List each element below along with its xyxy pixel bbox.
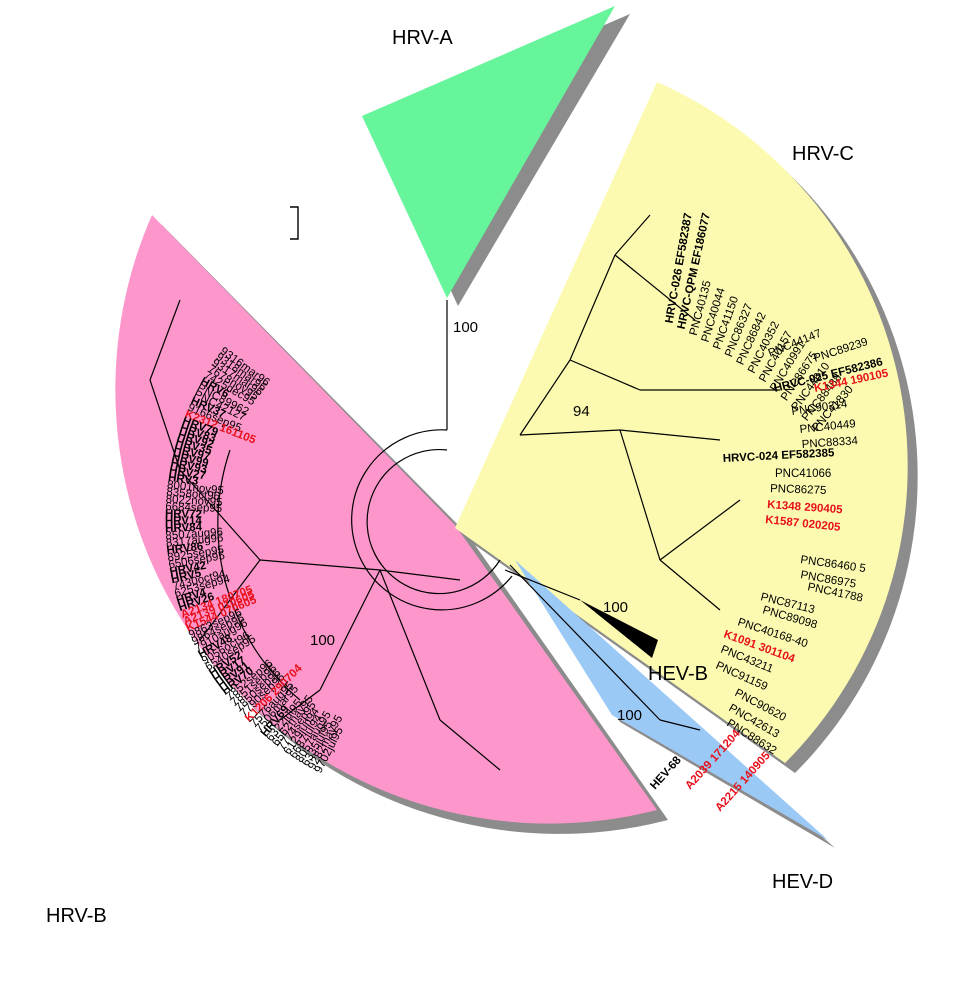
- hrv-b-leaf-labels: 9316mar969318mar969317mar967678nov957425…: [165, 345, 346, 775]
- hev-d-clade: [515, 560, 828, 840]
- tree-branches: [149, 214, 780, 771]
- leaf-label: PNC86275: [770, 483, 827, 497]
- leaf-label: 8507aug96: [165, 527, 223, 543]
- leaf-label: PNC41066: [775, 468, 831, 480]
- clade-label-hev-b: HEV-B: [648, 663, 708, 685]
- leaf-label: PNC40449: [799, 418, 856, 436]
- leaf-label: HRV3: [167, 472, 199, 488]
- leaf-label: HRV72: [165, 508, 202, 520]
- hrv-b-clade: [115, 215, 658, 824]
- bootstrap-hrv-c: 94: [573, 403, 590, 420]
- scale-bar: [290, 206, 299, 240]
- bootstrap-hrv-b: 100: [310, 632, 335, 649]
- leaf-label: HRV14: [165, 515, 203, 528]
- hev-b-clade: [580, 600, 658, 658]
- leaf-label: HRV27: [168, 465, 206, 483]
- leaf-label: K1348 290405: [767, 499, 844, 516]
- hrv-a-clade: [362, 6, 615, 298]
- clade-label-hev-d: HEV-D: [772, 871, 833, 893]
- clade-label-hrv-b: HRV-B: [46, 905, 107, 927]
- clade-label-hrv-c: HRV-C: [792, 143, 854, 165]
- leaf-label: HRV86: [166, 541, 204, 557]
- leaf-label: 8317aug96: [165, 532, 223, 549]
- clade-label-hrv-a: HRV-A: [392, 27, 453, 49]
- bootstrap-hrv-a: 100: [453, 319, 478, 336]
- bootstrap-hev-d: 100: [617, 707, 642, 724]
- bootstrap-hev-b: 100: [603, 599, 628, 616]
- hrv-c-clade: [455, 82, 908, 763]
- leaf-label: HRVC-024 EF582385: [723, 447, 836, 465]
- leaf-label: 6684sep95: [165, 501, 222, 515]
- leaf-label: 8022nov95: [165, 494, 223, 509]
- leaf-label: HEV-68: [648, 754, 684, 792]
- leaf-label: 8358oct96: [166, 486, 221, 503]
- leaf-label: PNC88334: [801, 435, 859, 451]
- leaf-label: HRV84: [165, 521, 203, 535]
